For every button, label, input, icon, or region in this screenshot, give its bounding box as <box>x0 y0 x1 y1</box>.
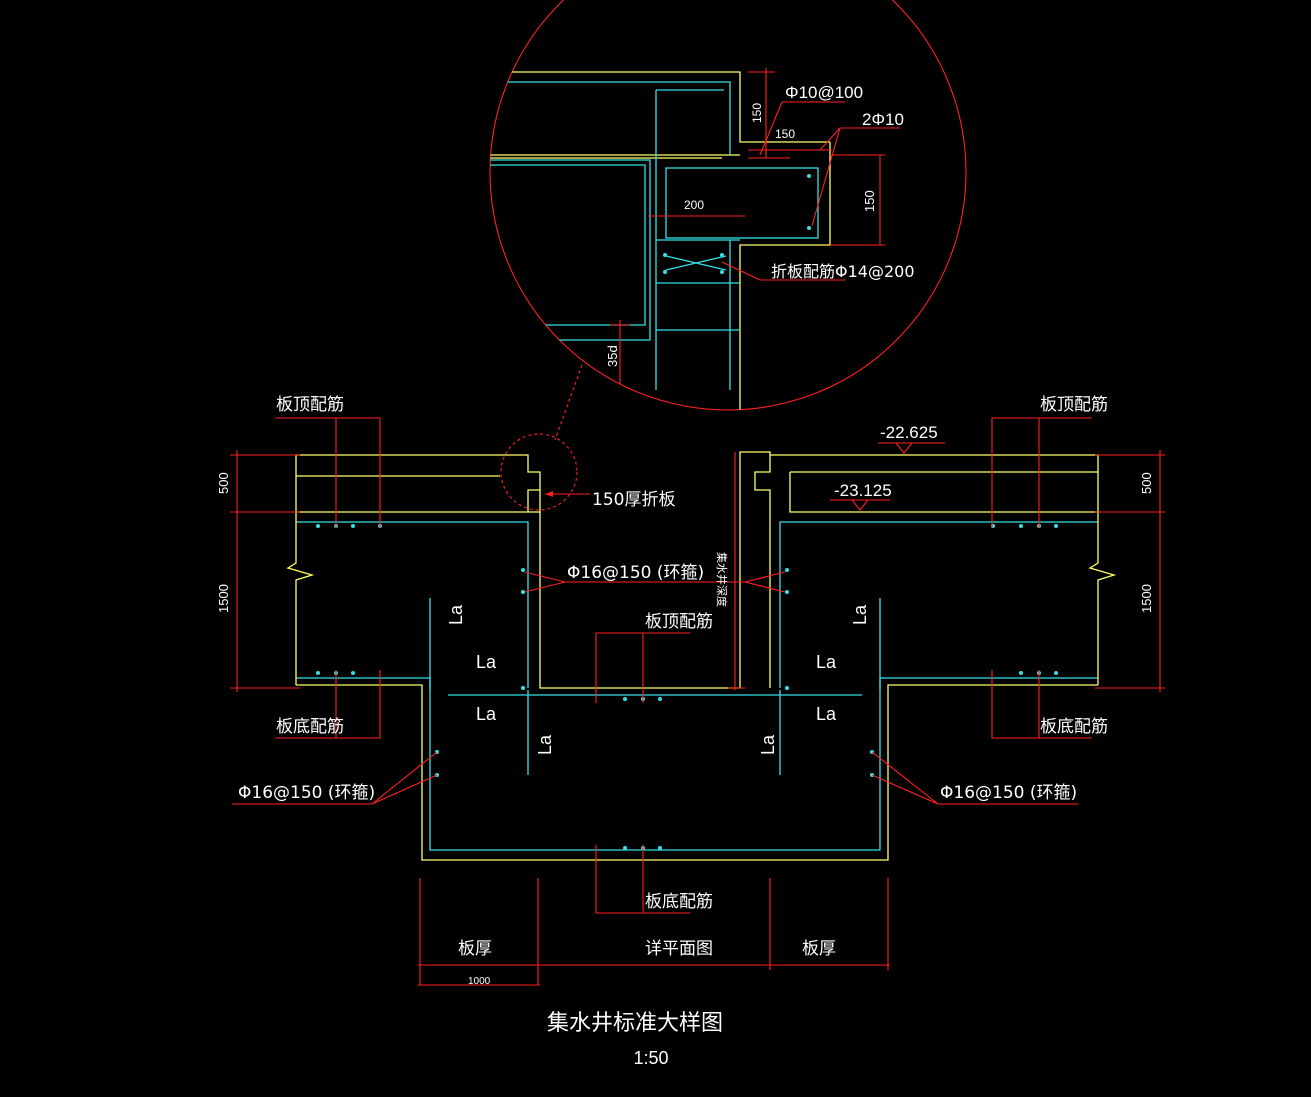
bottom-rebar-label-left: 板底配筋 <box>276 717 344 737</box>
la-label-8: La <box>758 734 778 755</box>
la-label-5: La <box>446 604 466 625</box>
bottom-rebar-label-right: 板底配筋 <box>1040 717 1108 737</box>
detail-anchor-35d: 35d <box>605 345 620 367</box>
elevation-bottom: -23.125 <box>834 481 892 500</box>
dim-right-1500: 1500 <box>1139 584 1154 613</box>
dim-right-500: 500 <box>1139 472 1154 494</box>
annotations: 板顶配筋 板顶配筋 板顶配筋 板底配筋 板底配筋 板底配筋 Φ16@150 (环… <box>216 395 1154 1068</box>
detail-stirrup-label: Φ10@100 <box>785 83 863 102</box>
detail-circle <box>489 0 967 411</box>
top-rebar-label-right: 板顶配筋 <box>1040 395 1108 415</box>
folded-slab-label: 150厚折板 <box>592 490 675 510</box>
top-rebar-label-center: 板顶配筋 <box>645 612 713 632</box>
pit-depth-label: 集水井深度 <box>715 552 729 607</box>
top-rebar-label-left: 板顶配筋 <box>276 395 344 415</box>
dim-1000-label: 1000 <box>468 976 491 987</box>
la-label-3: La <box>816 652 837 672</box>
see-plan-label: 详平面图 <box>645 939 713 959</box>
la-label-1: La <box>476 652 497 672</box>
detail-bars-label: 2Φ10 <box>862 110 904 129</box>
la-label-6: La <box>850 604 870 625</box>
la-label-2: La <box>476 704 497 724</box>
detail-leader <box>554 364 583 441</box>
detail-marker-circle <box>500 433 578 511</box>
la-label-4: La <box>816 704 837 724</box>
detail-dim-150-h: 150 <box>775 127 795 141</box>
dimension-lines <box>230 417 1165 986</box>
detail-dim-150-v: 150 <box>750 103 764 123</box>
drawing-scale: 1:50 <box>633 1048 668 1068</box>
drawing-title: 集水井标准大样图 <box>547 1011 723 1036</box>
detail-dim-150-right: 150 <box>862 190 877 212</box>
detail-callout: Φ10@100 2Φ10 150 150 150 200 折板配筋Φ14@200… <box>489 0 967 511</box>
dim-left-500: 500 <box>216 472 231 494</box>
hoop-label-lower-left: Φ16@150 (环箍) <box>238 783 375 803</box>
dim-left-1500: 1500 <box>216 584 231 613</box>
detail-fold-rebar-label: 折板配筋Φ14@200 <box>771 262 915 281</box>
detail-dim-200: 200 <box>684 198 704 212</box>
slab-thickness-label-right: 板厚 <box>802 939 836 959</box>
hoop-label-upper: Φ16@150 (环箍) <box>567 563 704 583</box>
la-label-7: La <box>535 734 555 755</box>
elevation-top: -22.625 <box>880 423 938 442</box>
hoop-label-lower-right: Φ16@150 (环箍) <box>940 783 1077 803</box>
bottom-rebar-label-center: 板底配筋 <box>645 892 713 912</box>
slab-thickness-label-left: 板厚 <box>458 939 492 959</box>
